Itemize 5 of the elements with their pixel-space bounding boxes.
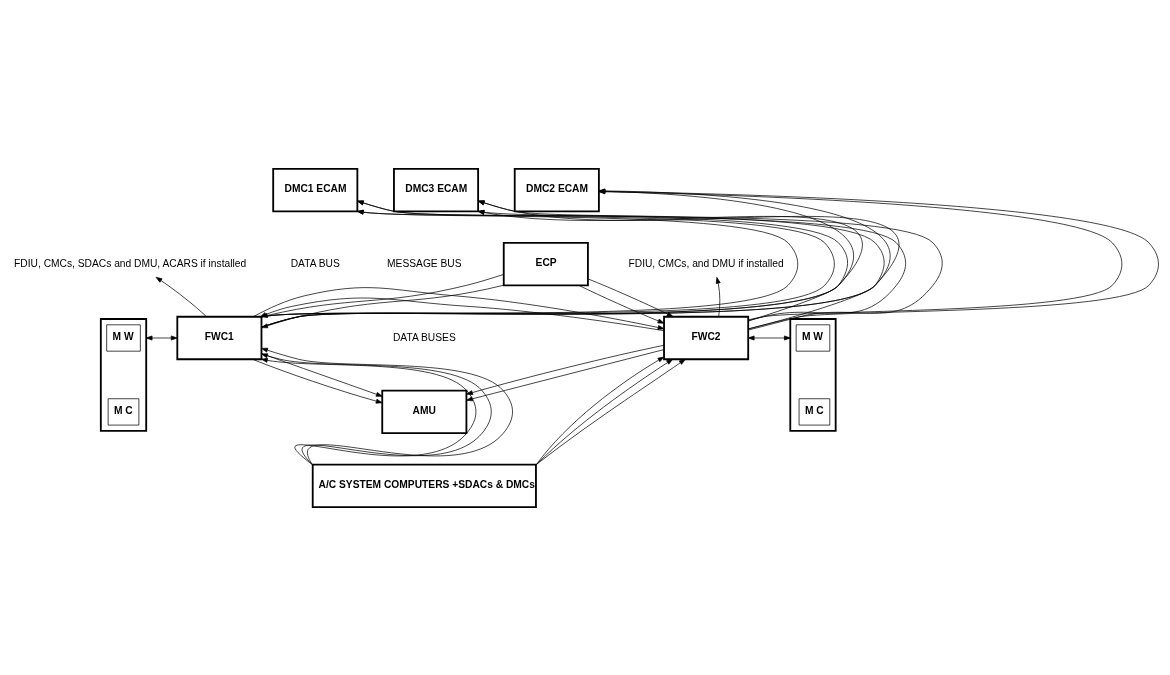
node-text: FDIU, CMCs, SDACs and DMU, ACARS if installed (14, 257, 247, 269)
node-text: FDIU, CMCs, and DMU if installed (628, 257, 784, 269)
label: DATA BUSES (392, 331, 456, 343)
label: MESSAGE BUS (387, 257, 462, 269)
label: DATA BUS (290, 257, 340, 269)
